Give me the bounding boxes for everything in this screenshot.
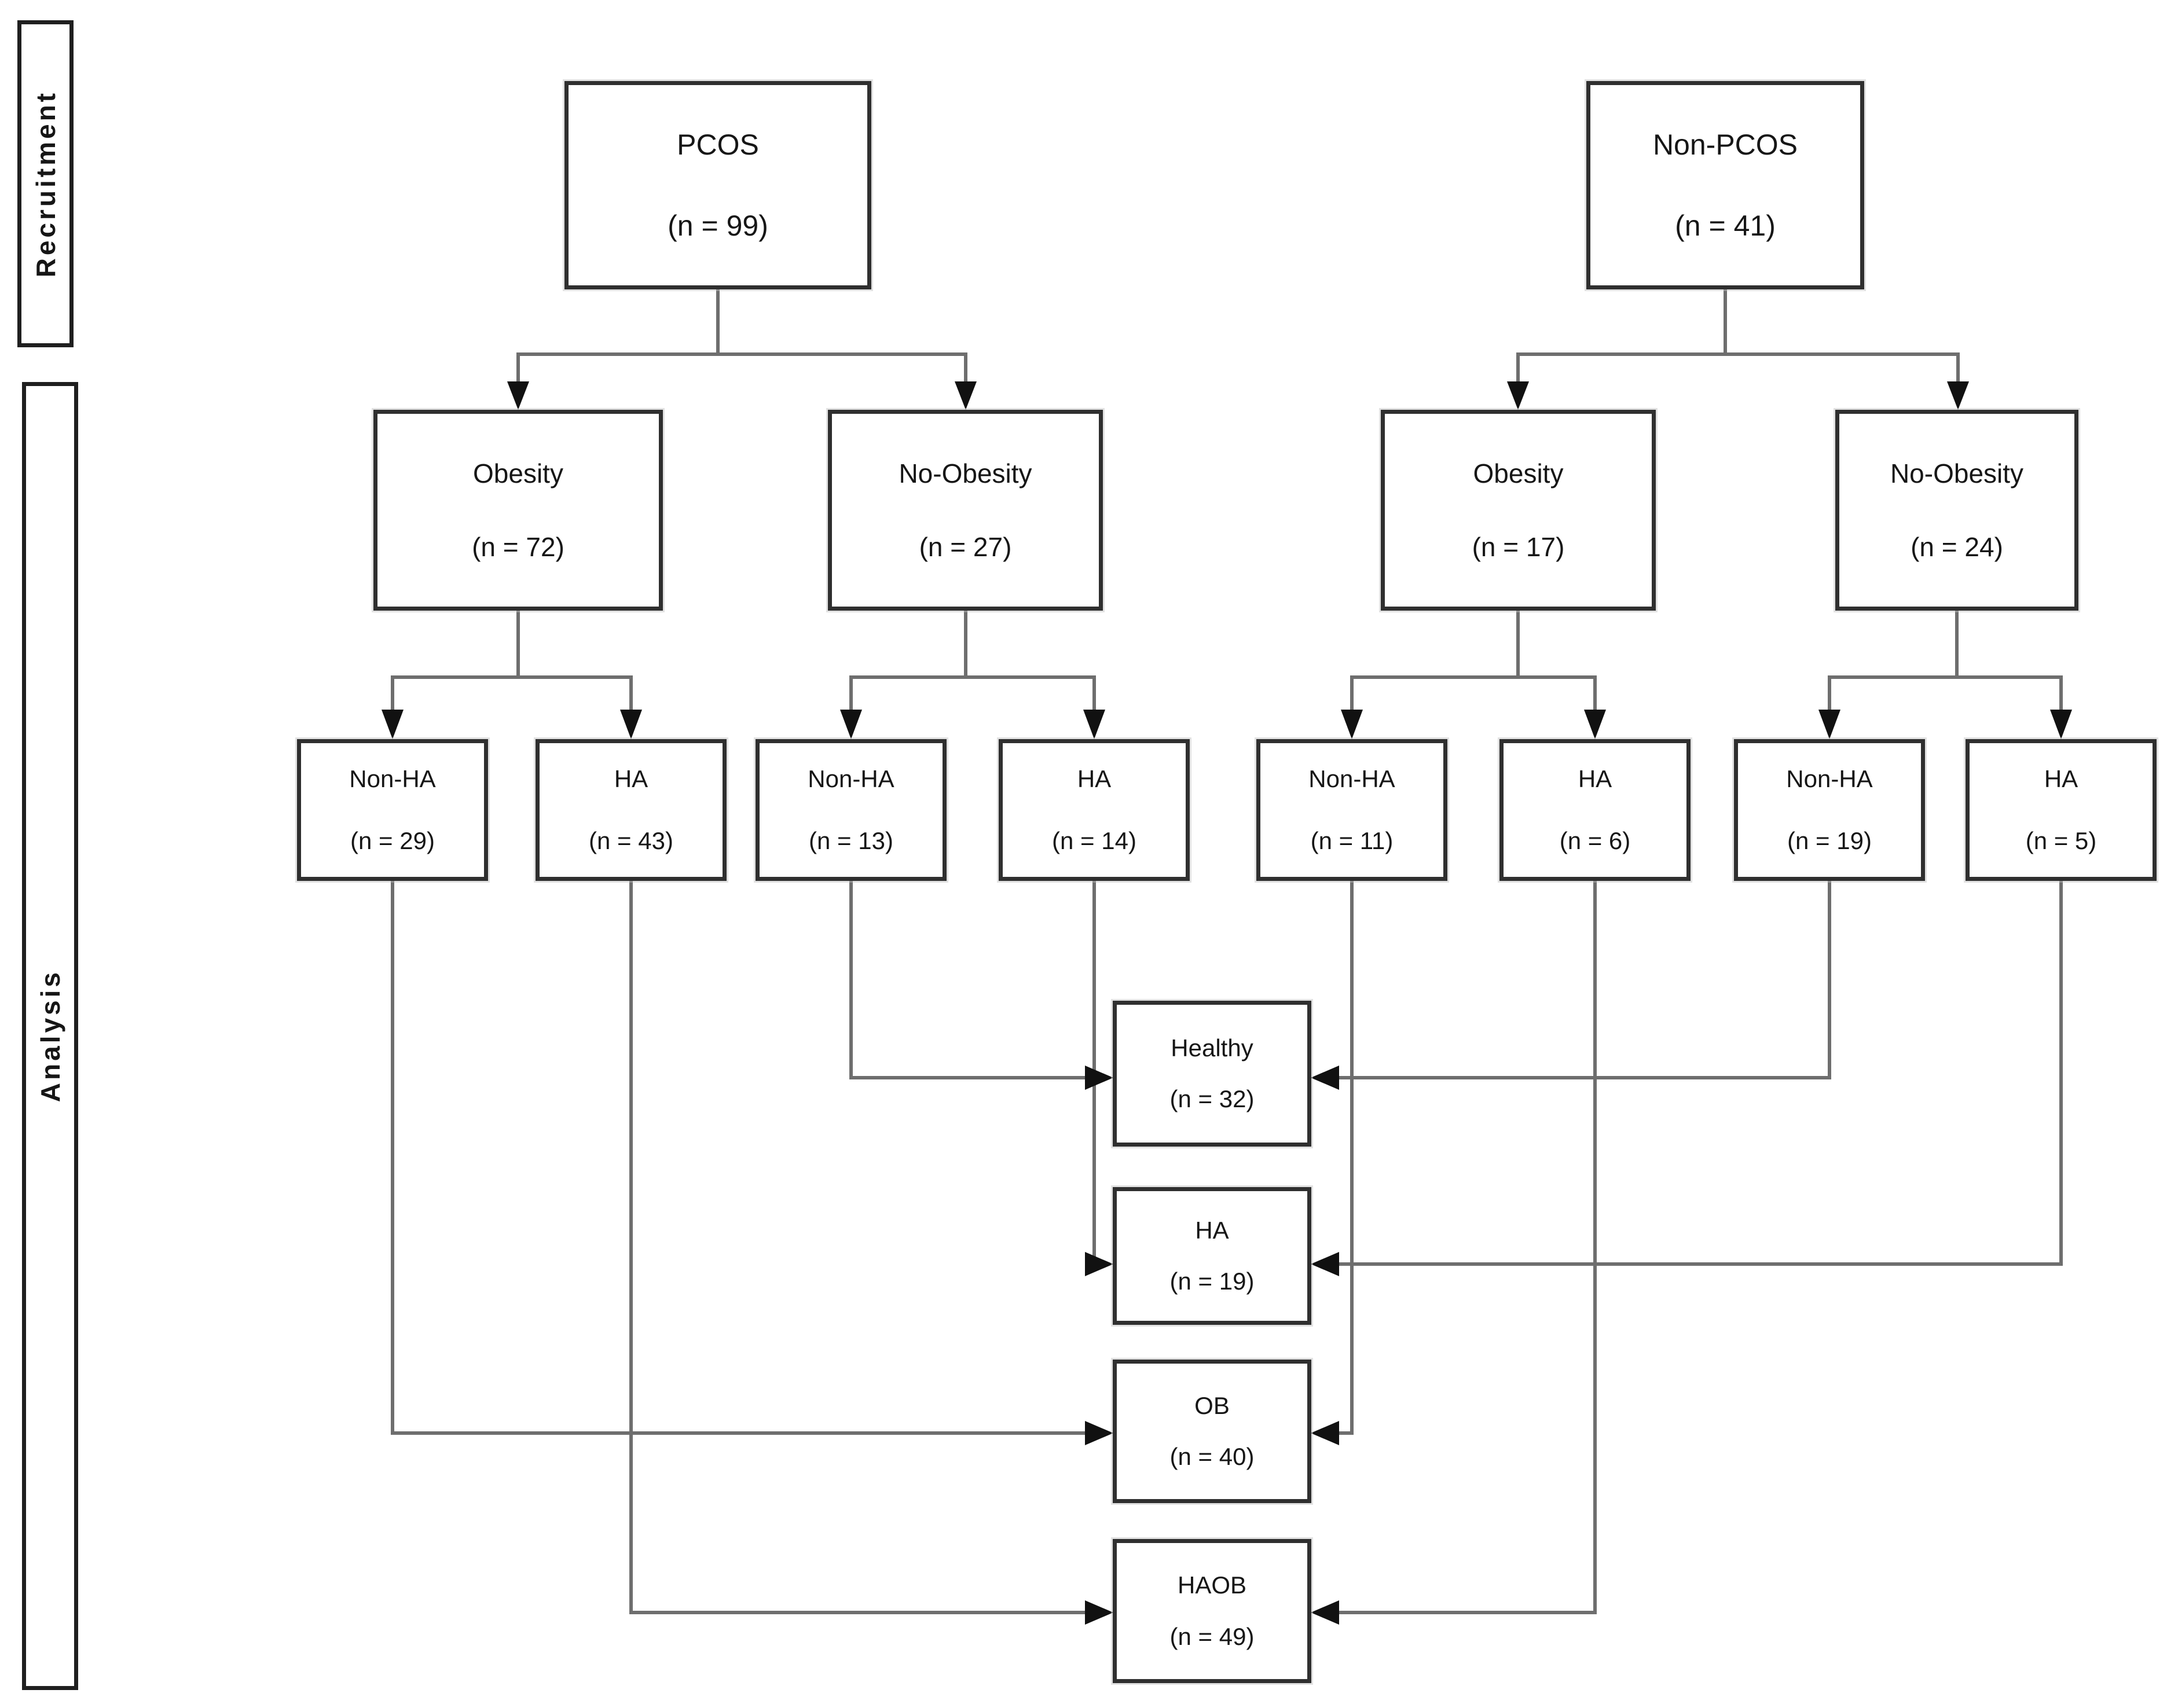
node-count: (n = 40)	[1169, 1443, 1255, 1470]
node-count: (n = 29)	[350, 827, 435, 854]
connector-line-nonpcos-split	[1516, 285, 1960, 384]
node-count: (n = 5)	[2025, 827, 2097, 854]
node-nonpcos-obesity: Obesity (n = 17)	[1381, 410, 1656, 611]
connector-line-pcos-split	[516, 285, 967, 384]
connector-line-nonha11-to-ob	[1336, 879, 1354, 1435]
connector-line-pcos-noobesity-split	[849, 609, 1096, 712]
arrowhead-down-icon	[840, 710, 862, 739]
arrowhead-down-icon	[507, 381, 529, 410]
node-label: Healthy	[1171, 1034, 1253, 1061]
node-count: (n = 49)	[1169, 1622, 1255, 1650]
node-count: (n = 11)	[1310, 827, 1394, 854]
node-nonpcos-obesity-ha: HA (n = 6)	[1499, 739, 1691, 881]
phase-label-recruitment: Recruitment	[30, 90, 61, 278]
node-label: HA	[1578, 765, 1612, 793]
node-label: Obesity	[1473, 458, 1564, 489]
node-haob-group: HAOB (n = 49)	[1113, 1539, 1311, 1683]
arrowhead-down-icon	[955, 381, 977, 410]
arrowhead-left-icon	[1311, 1252, 1339, 1276]
node-label: Non-HA	[808, 765, 894, 793]
connector-line-nonha13-to-healthy	[849, 879, 1088, 1079]
connector-line-ha6-to-haob	[1336, 879, 1597, 1614]
arrowhead-right-icon	[1085, 1600, 1113, 1625]
node-count: (n = 13)	[809, 827, 893, 854]
node-label: Non-HA	[1308, 765, 1395, 793]
node-pcos-no-obesity-ha: HA (n = 14)	[999, 739, 1190, 881]
node-nonpcos-no-obesity-ha: HA (n = 5)	[1966, 739, 2157, 881]
arrowhead-down-icon	[1818, 710, 1840, 739]
node-count: (n = 14)	[1052, 827, 1136, 854]
phase-label-analysis: Analysis	[35, 969, 65, 1103]
node-label: HA	[614, 765, 648, 793]
node-count: (n = 19)	[1787, 827, 1872, 854]
node-count: (n = 6)	[1559, 827, 1631, 854]
arrowhead-right-icon	[1085, 1066, 1113, 1090]
connector-line-nonha29-to-ob	[391, 879, 1088, 1435]
node-pcos-no-obesity: No-Obesity (n = 27)	[828, 410, 1103, 611]
node-count: (n = 43)	[589, 827, 673, 854]
node-label: Obesity	[473, 458, 563, 489]
node-pcos-obesity: Obesity (n = 72)	[373, 410, 663, 611]
node-ha-group: HA (n = 19)	[1113, 1187, 1311, 1325]
node-non-pcos: Non-PCOS (n = 41)	[1586, 81, 1864, 289]
arrowhead-down-icon	[1947, 381, 1969, 410]
node-label: Non-HA	[1786, 765, 1873, 793]
node-label: HA	[1195, 1216, 1229, 1244]
arrowhead-down-icon	[382, 710, 404, 739]
connector-line-nonha19-to-healthy	[1336, 879, 1831, 1079]
node-nonpcos-no-obesity-non-ha: Non-HA (n = 19)	[1734, 739, 1925, 881]
node-healthy-group: Healthy (n = 32)	[1113, 1001, 1311, 1147]
node-count: (n = 19)	[1169, 1268, 1255, 1295]
connector-line-ha5-to-ha	[1336, 879, 2063, 1266]
node-label: PCOS	[677, 128, 759, 161]
connector-line-nonpcos-obesity-split	[1350, 609, 1597, 712]
node-pcos-no-obesity-non-ha: Non-HA (n = 13)	[756, 739, 947, 881]
node-label: No-Obesity	[899, 458, 1032, 489]
node-label: HA	[2044, 765, 2078, 793]
arrowhead-right-icon	[1085, 1252, 1113, 1276]
node-label: HAOB	[1177, 1571, 1247, 1599]
arrowhead-down-icon	[1507, 381, 1529, 410]
arrowhead-left-icon	[1311, 1066, 1339, 1090]
node-count: (n = 99)	[668, 210, 768, 242]
arrowhead-down-icon	[2050, 710, 2072, 739]
node-label: Non-PCOS	[1652, 128, 1798, 161]
node-pcos-obesity-non-ha: Non-HA (n = 29)	[297, 739, 488, 881]
node-count: (n = 41)	[1675, 210, 1776, 242]
connector-line-pcos-obesity-split	[391, 609, 633, 712]
arrowhead-down-icon	[1584, 710, 1606, 739]
node-label: No-Obesity	[1890, 458, 2024, 489]
node-ob-group: OB (n = 40)	[1113, 1360, 1311, 1503]
arrowhead-down-icon	[620, 710, 642, 739]
arrowhead-down-icon	[1083, 710, 1105, 739]
arrowhead-left-icon	[1311, 1421, 1339, 1445]
node-count: (n = 32)	[1169, 1085, 1255, 1112]
phase-band-analysis: Analysis	[22, 382, 78, 1690]
node-pcos-obesity-ha: HA (n = 43)	[536, 739, 727, 881]
node-label: HA	[1077, 765, 1112, 793]
node-pcos: PCOS (n = 99)	[564, 81, 871, 289]
node-count: (n = 72)	[472, 531, 564, 562]
node-count: (n = 24)	[1911, 531, 2003, 562]
connector-line-nonpcos-noobesity-split	[1828, 609, 2063, 712]
connector-line-ha43-to-haob	[629, 879, 1088, 1614]
node-nonpcos-obesity-non-ha: Non-HA (n = 11)	[1256, 739, 1447, 881]
node-label: Non-HA	[349, 765, 436, 793]
arrowhead-down-icon	[1341, 710, 1363, 739]
arrowhead-right-icon	[1085, 1421, 1113, 1445]
node-count: (n = 17)	[1472, 531, 1565, 562]
node-label: OB	[1194, 1391, 1230, 1419]
node-nonpcos-no-obesity: No-Obesity (n = 24)	[1835, 410, 2078, 611]
node-count: (n = 27)	[919, 531, 1012, 562]
phase-band-recruitment: Recruitment	[17, 20, 74, 347]
arrowhead-left-icon	[1311, 1600, 1339, 1625]
